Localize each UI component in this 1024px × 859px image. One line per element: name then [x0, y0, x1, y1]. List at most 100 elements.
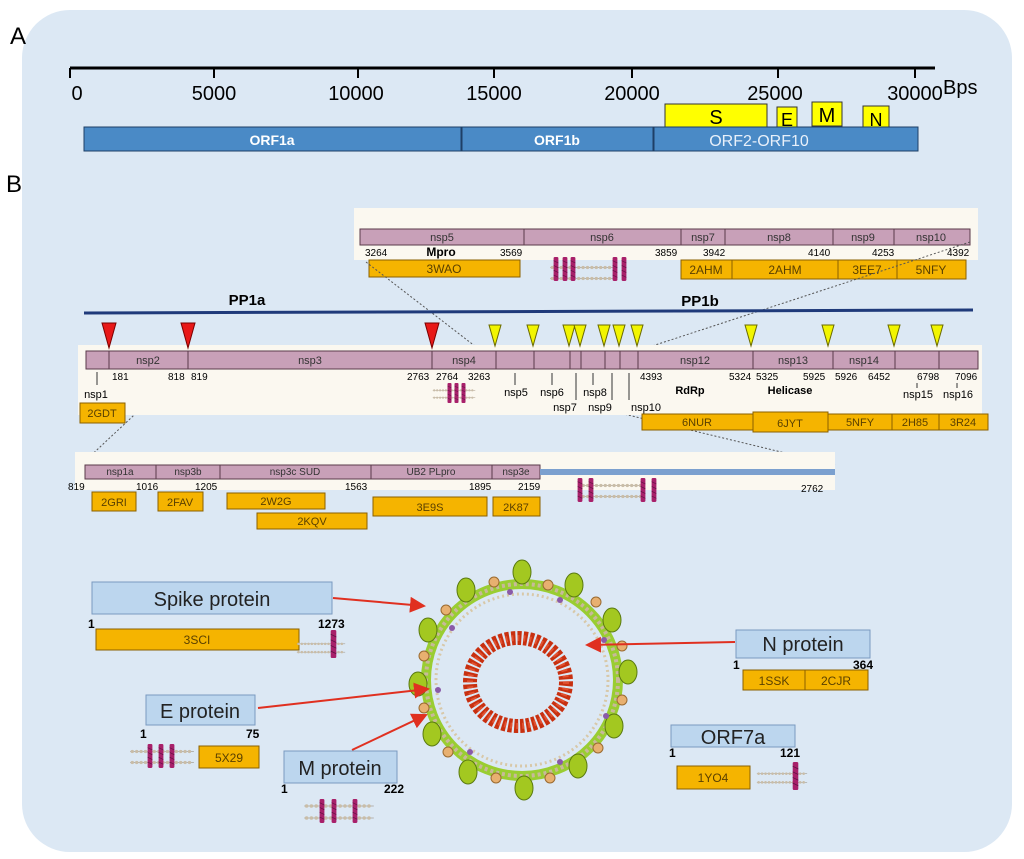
gene-s-label: S [709, 107, 722, 129]
pdb-box-2w2g [226, 492, 326, 510]
position-label: 1895 [469, 482, 492, 493]
segment-nsp7 [569, 350, 582, 370]
position-label: 2762 [801, 484, 824, 495]
pdb-label: 3R24 [950, 417, 976, 429]
position-label: 1016 [136, 482, 159, 493]
mpro-cleavage-markers [488, 324, 944, 348]
gene-n-label: N [870, 110, 883, 130]
nsp-label: nsp6 [540, 387, 564, 399]
pdb-box-3wao [368, 259, 521, 278]
pdb-box-2kqv [256, 512, 368, 530]
segment-nsp8 [580, 350, 606, 370]
position-label: 2159 [518, 482, 541, 493]
nsp-label: nsp5 [504, 387, 528, 399]
segment-nsp5 [495, 350, 535, 370]
zoom-segment-label: nsp1a [106, 467, 134, 478]
pdb-label: 6NUR [682, 417, 712, 429]
pdb-label: 6JYT [777, 418, 803, 430]
position-label: 2763 [407, 372, 430, 383]
orf1b-bar [461, 126, 654, 152]
genome-tick-label: 30000 [887, 83, 943, 105]
genome-tick-label: 0 [71, 83, 82, 105]
pp1a-label: PP1a [229, 292, 266, 309]
position-label: 4140 [808, 248, 831, 259]
pdb-label: 2KQV [297, 516, 327, 528]
position-label: 4393 [640, 372, 663, 383]
nsp3-tail [540, 469, 835, 475]
m-start: 1 [281, 782, 288, 796]
n-start: 1 [733, 658, 740, 672]
genome-tick-label: 25000 [747, 83, 803, 105]
zoom-segment-label: nsp5 [430, 232, 454, 244]
n-protein-box [735, 629, 871, 659]
pdb-label: 3E9S [417, 502, 444, 514]
mpro-label: Mpro [426, 245, 455, 259]
segment-label: nsp13 [778, 355, 808, 367]
n-end: 364 [853, 658, 873, 672]
pdb-label: 5X29 [215, 751, 243, 765]
e-end: 75 [246, 727, 260, 741]
genome-axis-ticks [69, 68, 916, 78]
spike-start: 1 [88, 617, 95, 631]
rdrp-label: RdRp [675, 385, 705, 397]
genome-tick-label: 15000 [466, 83, 522, 105]
n-protein-label: N protein [762, 634, 843, 656]
zoom-segment-label: nsp9 [851, 232, 875, 244]
orf2-10-bar [653, 126, 919, 152]
segment-nsp15 [894, 350, 940, 370]
pdb-label: 2H85 [902, 417, 928, 429]
pdb-label: 2AHM [689, 263, 722, 277]
pdb-box-1yo4 [676, 765, 751, 790]
orf1b-label: ORF1b [534, 132, 580, 148]
pointer-arrows [257, 596, 736, 751]
position-label: 3263 [468, 372, 491, 383]
m-protein-box [283, 750, 398, 784]
panel-label-a: A [10, 23, 26, 50]
segment-nsp6 [533, 350, 571, 370]
position-label: 819 [68, 482, 85, 493]
zoom-segment-label: UB2 PLpro [407, 467, 456, 478]
gene-n [862, 105, 890, 131]
pdb-label: 2AHM [768, 263, 801, 277]
position-label: 6798 [917, 372, 940, 383]
position-label: 4253 [872, 248, 895, 259]
pdb-label: 1SSK [759, 674, 790, 688]
pdb-box-5nfy-top [896, 259, 967, 280]
segment-label: nsp4 [452, 355, 476, 367]
position-label: 1563 [345, 482, 368, 493]
segment-nsp10 [893, 228, 971, 246]
nsp-label: nsp10 [631, 402, 661, 414]
e-protein-label: E protein [160, 701, 240, 723]
orf1a-label: ORF1a [249, 132, 294, 148]
pdb-box-3r24 [938, 413, 989, 431]
pdb-box-2gri [91, 491, 137, 512]
m-protein-label: M protein [298, 758, 381, 780]
spike-protein-label: Spike protein [154, 589, 271, 611]
orf2-10-label: ORF2-ORF10 [709, 133, 809, 150]
segment-nsp10 [619, 350, 639, 370]
nsp-leader-lines [96, 372, 958, 400]
pdb-box-2gdt [79, 402, 126, 424]
pdb-label: 2CJR [821, 674, 851, 688]
nsp-label: nsp16 [943, 389, 973, 401]
spike-protein-box [91, 581, 333, 615]
zoom-segment-label: nsp7 [691, 232, 715, 244]
pdb-label: 5NFY [916, 263, 947, 277]
genome-tick-label: 10000 [328, 83, 384, 105]
zoom-segment-label: nsp10 [916, 232, 946, 244]
segment-label: nsp12 [680, 355, 710, 367]
pp1b-label: PP1b [681, 293, 719, 310]
e-protein-box [145, 694, 256, 726]
gene-e-label: E [781, 110, 793, 130]
genome-tick-label: 20000 [604, 83, 660, 105]
pdb-label: 2W2G [260, 496, 291, 508]
genome-unit-label: Bps [943, 77, 977, 99]
position-label: 819 [191, 372, 208, 383]
m-end: 222 [384, 782, 404, 796]
position-label: 6452 [868, 372, 891, 383]
position-label: 5325 [756, 372, 779, 383]
pdb-box-3e9s [372, 496, 488, 517]
segment-label: nsp3 [298, 355, 322, 367]
orf7a-label: ORF7a [701, 727, 766, 749]
